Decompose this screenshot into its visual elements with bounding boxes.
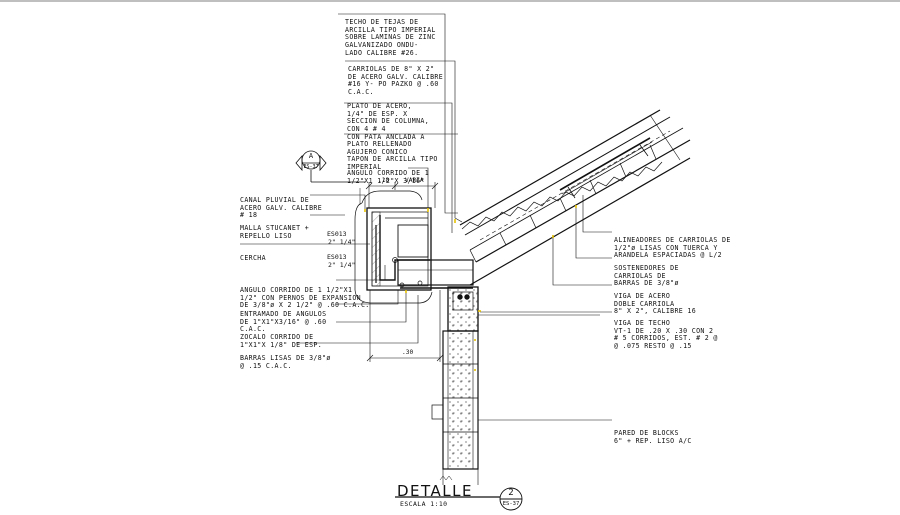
section-tag-symbol: [295, 150, 365, 183]
annotation-cercha: CERCHA: [240, 254, 266, 263]
highlight-ticks: [364, 205, 577, 371]
reference-size-a: 2" 1/4": [328, 238, 356, 246]
dimension-18: .18: [378, 177, 390, 184]
title-sheet: ES-37: [502, 501, 520, 507]
dimension-varia: VARIA: [405, 177, 424, 184]
reference-es013-b: ES013: [327, 253, 347, 261]
title-circle: [395, 487, 523, 511]
annotation-malla: MALLA STUCANET +REPELLO LISO: [240, 224, 310, 240]
beam-and-wall: [431, 286, 600, 485]
drawing-title: DETALLE: [397, 482, 473, 500]
reference-size-b: 2" 1/4": [328, 261, 356, 269]
dimension-lines: [365, 182, 444, 362]
leader-lines: [240, 13, 612, 421]
title-number: 2: [508, 488, 514, 498]
dimension-30: .30: [402, 349, 414, 356]
reference-es013-a: ES013: [327, 230, 347, 238]
section-tag-sheet: ES-37: [303, 164, 319, 170]
section-tag-letter: A: [308, 152, 314, 160]
annotation-carriolas: CARRIOLAS DE 8" X 2"DE ACERO GALV. CALIB…: [348, 65, 444, 96]
annotation-barras-left: BARRAS LISAS DE 3/8"ø@ .15 C.A.C.: [240, 354, 331, 370]
drawing-scale: ESCALA 1:10: [400, 500, 448, 508]
